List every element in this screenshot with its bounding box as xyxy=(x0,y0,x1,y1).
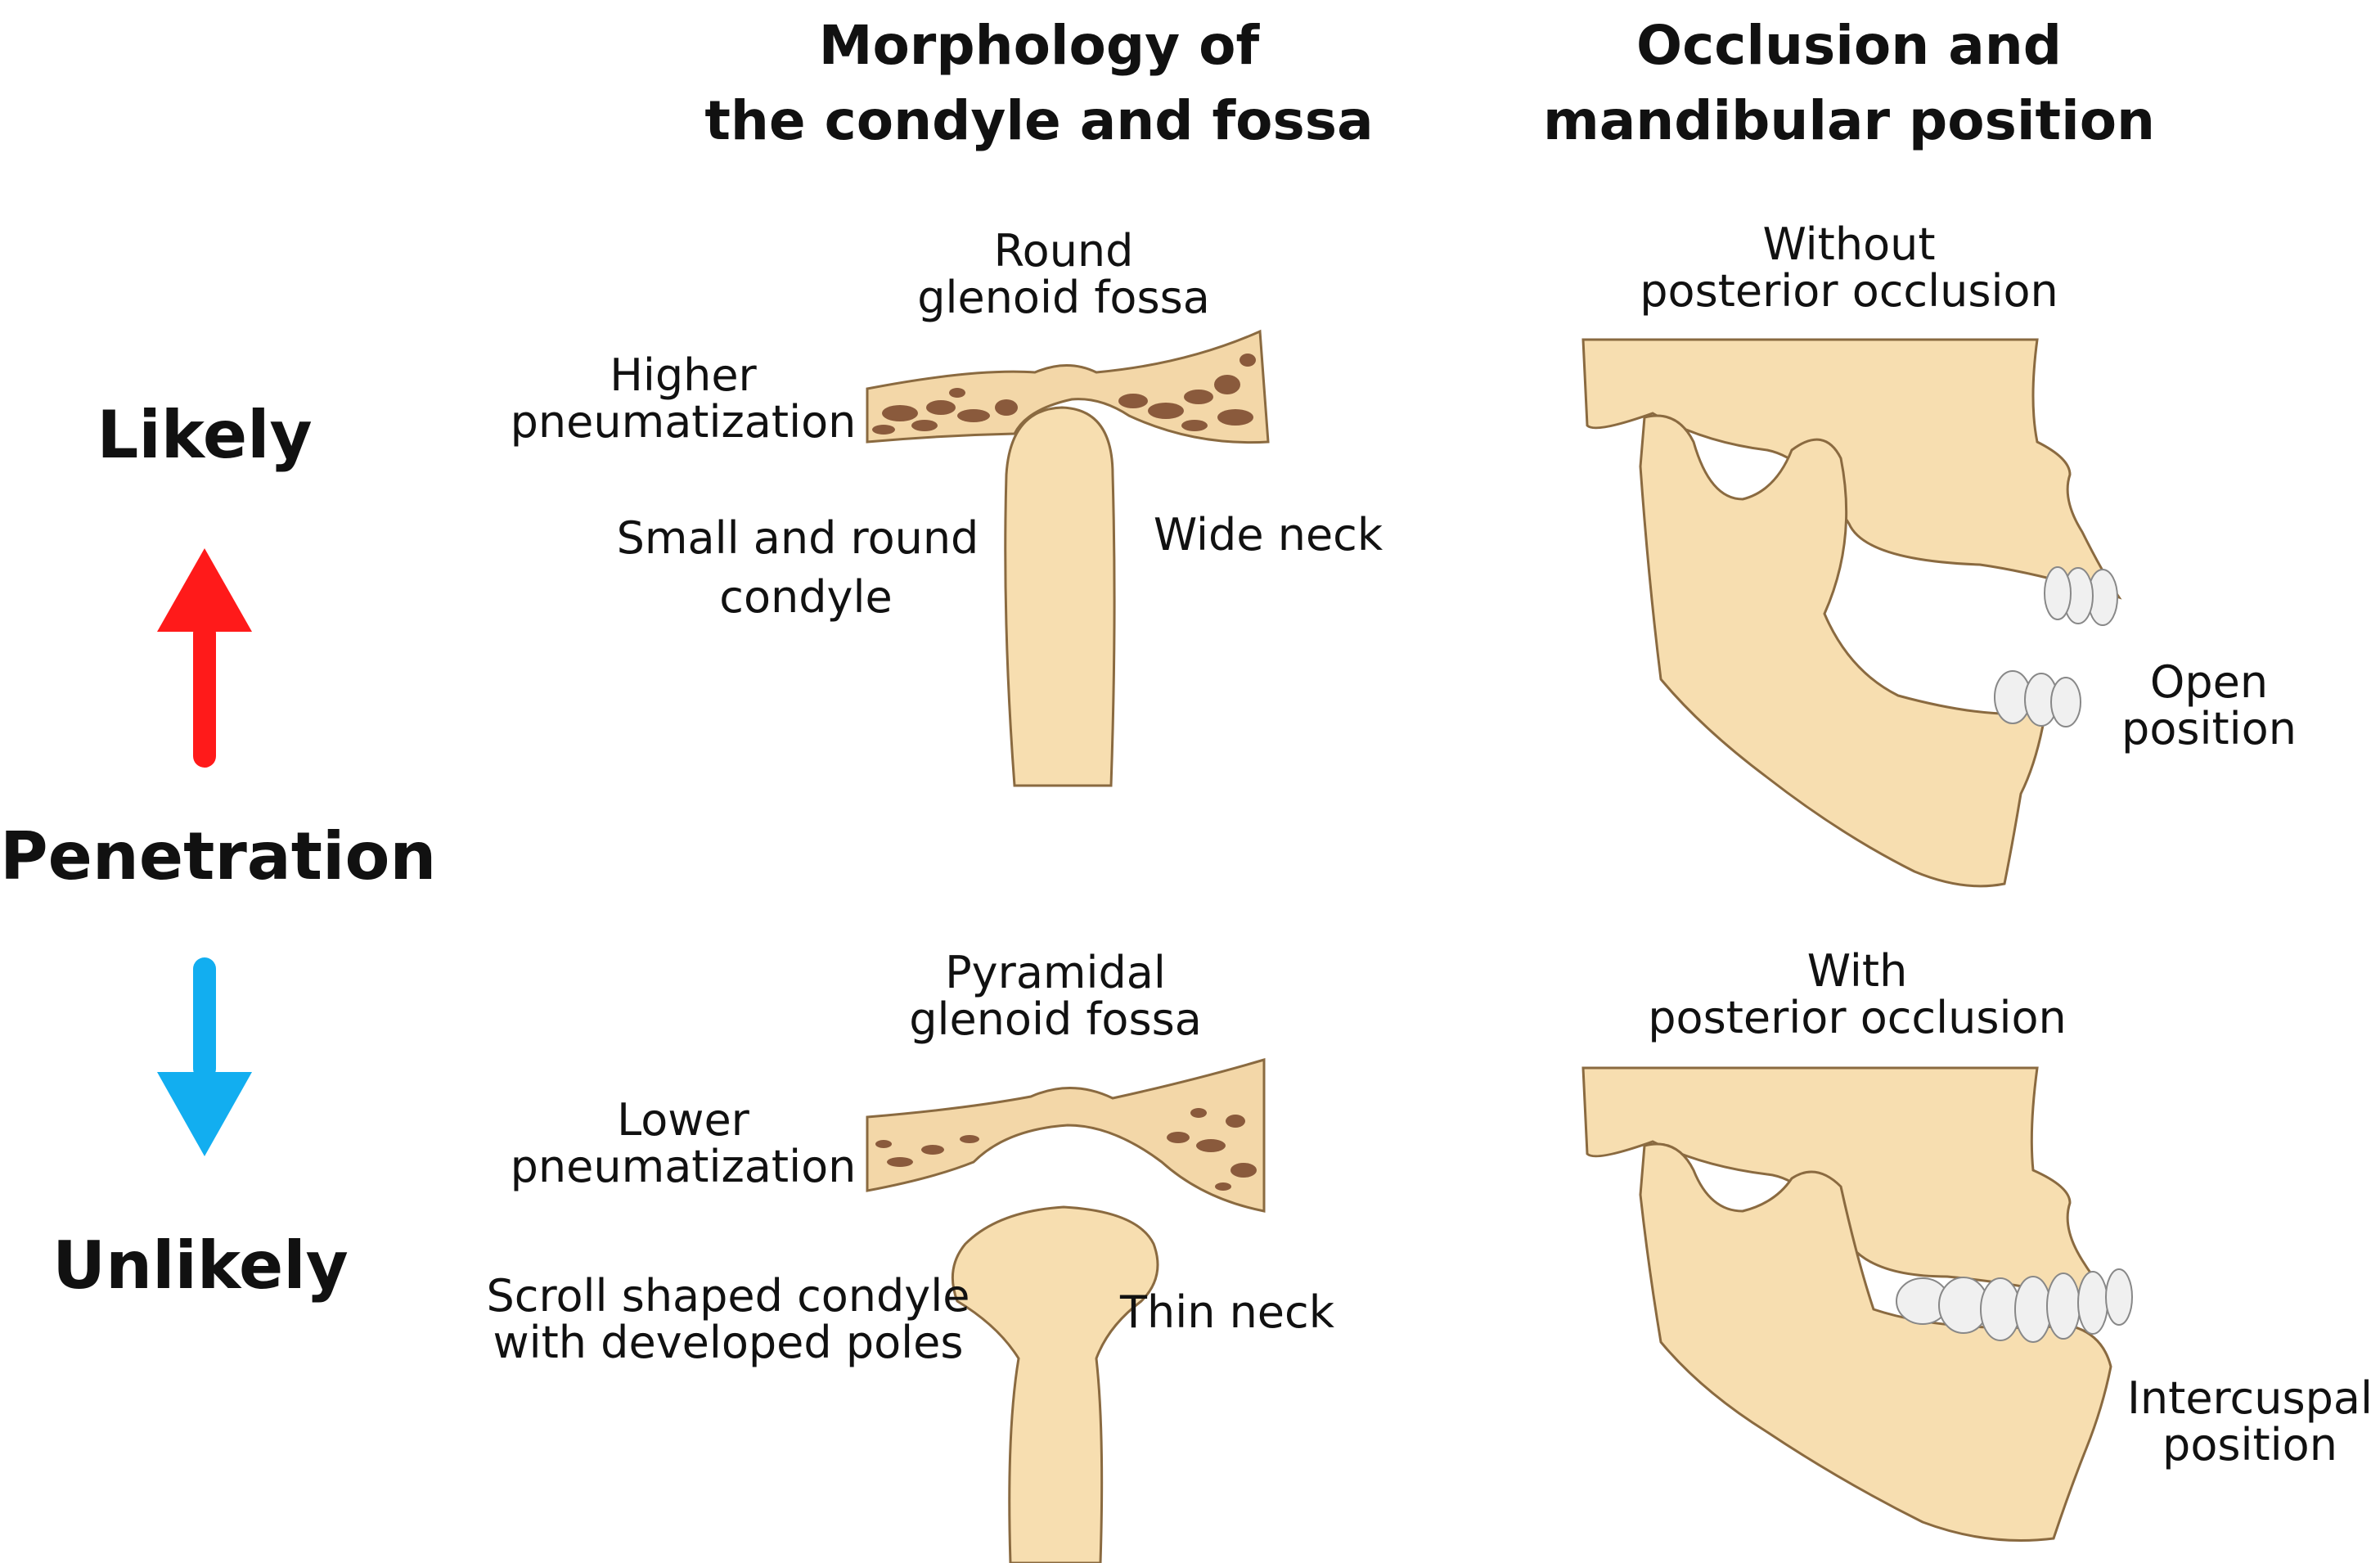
down-arrow-icon xyxy=(157,957,252,1156)
closed-teeth-row xyxy=(1896,1268,2133,1343)
round-fossa-label-line-1: Round xyxy=(993,225,1134,277)
penetration-label: Penetration xyxy=(0,818,437,894)
scroll-condyle-label-line-2: with developed poles xyxy=(493,1317,964,1368)
lower-pneumatization-label: Lower pneumatization xyxy=(507,1097,859,1190)
up-arrow-shaft xyxy=(193,622,216,768)
small-round-condyle-label-line-1: Small and round xyxy=(616,512,979,564)
round-fossa-label-line-2: glenoid fossa xyxy=(917,272,1210,323)
likely-label: Likely xyxy=(97,397,313,473)
round-fossa-condyle-illustration xyxy=(866,329,1270,787)
scroll-condyle xyxy=(951,1205,1159,1563)
occlusion-heading-line-1: Occlusion and xyxy=(1636,14,2062,77)
open-maxilla xyxy=(1581,338,2122,600)
down-arrow-shaft xyxy=(193,957,216,1080)
open-upper-teeth xyxy=(2044,566,2118,626)
open-lower-teeth xyxy=(1994,670,2081,727)
scroll-condyle-label: Scroll shaped condyle with developed pol… xyxy=(483,1272,974,1366)
open-jaw-illustration xyxy=(1581,338,2122,888)
closed-jaw-illustration xyxy=(1581,1066,2133,1542)
morphology-heading: Morphology of the condyle and fossa xyxy=(638,8,1440,159)
higher-pneumatization-label: Higher pneumatization xyxy=(507,352,859,445)
lower-pneumatization-label-line-1: Lower xyxy=(617,1094,749,1146)
round-condyle xyxy=(1004,406,1116,787)
higher-pneumatization-label-line-1: Higher xyxy=(610,349,757,401)
closed-maxilla xyxy=(1581,1066,2124,1311)
lower-pneumatization-label-line-2: pneumatization xyxy=(510,1141,857,1192)
open-position-label-line-2: position xyxy=(2121,703,2297,754)
pyramidal-fossa-label: Pyramidal glenoid fossa xyxy=(851,949,1260,1043)
higher-pneumatization-marrow xyxy=(872,354,1256,435)
small-round-condyle-label-line-2: condyle xyxy=(719,571,893,623)
occlusion-heading: Occlusion and mandibular position xyxy=(1464,8,2234,159)
round-fossa-label: Round glenoid fossa xyxy=(859,227,1268,321)
pyramidal-fossa-condyle-illustration xyxy=(866,1057,1266,1563)
pyramidal-fossa-label-line-2: glenoid fossa xyxy=(909,993,1202,1045)
lower-pneumatization-marrow xyxy=(875,1108,1257,1191)
unlikely-label: Unlikely xyxy=(52,1227,349,1304)
without-occlusion-label: Without posterior occlusion xyxy=(1620,221,2078,314)
up-arrow-head xyxy=(157,548,252,632)
closed-mandible xyxy=(1639,1142,2112,1542)
wide-neck-label: Wide neck xyxy=(1153,509,1383,561)
intercuspal-position-label: Intercuspal position xyxy=(2127,1375,2373,1468)
with-occlusion-label-line-2: posterior occlusion xyxy=(1648,992,2067,1043)
pyramidal-fossa-bone xyxy=(866,1057,1266,1213)
thin-neck-label: Thin neck xyxy=(1119,1286,1334,1338)
morphology-heading-line-2: the condyle and fossa xyxy=(704,89,1374,152)
with-occlusion-label-line-1: With xyxy=(1806,945,1908,997)
open-position-label-line-1: Open xyxy=(2149,656,2269,708)
without-occlusion-label-line-1: Without xyxy=(1762,218,1936,270)
small-round-condyle-label: Small and round condyle xyxy=(605,509,990,627)
higher-pneumatization-label-line-2: pneumatization xyxy=(510,396,857,448)
morphology-heading-line-1: Morphology of xyxy=(818,14,1260,77)
scroll-condyle-label-line-1: Scroll shaped condyle xyxy=(486,1270,970,1322)
intercuspal-position-label-line-1: Intercuspal xyxy=(2127,1372,2373,1424)
open-position-label: Open position xyxy=(2111,659,2307,752)
with-occlusion-label: With posterior occlusion xyxy=(1628,948,2086,1041)
occlusion-heading-line-2: mandibular position xyxy=(1542,89,2156,152)
pyramidal-fossa-label-line-1: Pyramidal xyxy=(945,947,1166,998)
down-arrow-head xyxy=(157,1072,252,1156)
intercuspal-position-label-line-2: position xyxy=(2162,1419,2337,1471)
up-arrow-icon xyxy=(157,548,252,768)
without-occlusion-label-line-2: posterior occlusion xyxy=(1640,265,2058,317)
